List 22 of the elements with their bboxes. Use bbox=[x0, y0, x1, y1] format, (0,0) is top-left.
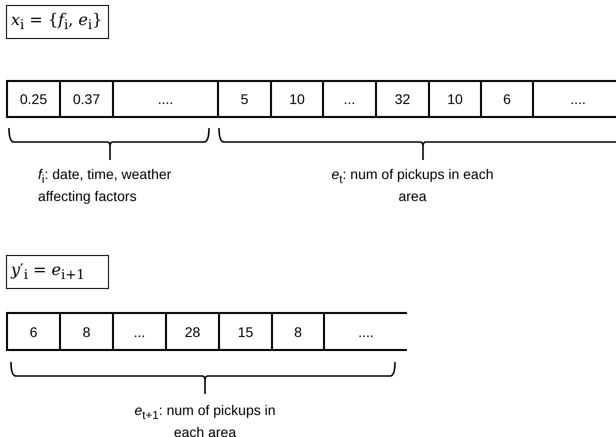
vector-cell: 5 bbox=[217, 80, 272, 118]
vector-cell: 0.37 bbox=[59, 80, 114, 118]
vector-cell: 28 bbox=[165, 312, 220, 351]
vector-cell: .... bbox=[323, 312, 407, 351]
brace-label: e$_{t+1}$: num of pickups in each area bbox=[133, 402, 277, 437]
vector-cell: 32 bbox=[375, 80, 430, 118]
vector-cell: 10 bbox=[428, 80, 482, 118]
vector-cell: .... bbox=[532, 80, 616, 118]
vector-cell: 6 bbox=[480, 80, 534, 118]
vector-cell: ... bbox=[322, 80, 377, 118]
vector-cell: 0.25 bbox=[6, 80, 61, 118]
vector-cell: ... bbox=[112, 312, 167, 351]
brace-label: e$_{t}$: num of pickups in each area bbox=[330, 166, 495, 205]
brace-label: f$_{i}$: date, time, weather affecting factors bbox=[38, 166, 172, 205]
vector-cell: 15 bbox=[218, 312, 273, 351]
vector-cell: 6 bbox=[6, 312, 61, 351]
formula-box: x$_{i}$ = {f$_{i}$, e$_{i}$} bbox=[6, 5, 109, 39]
vector-cell: 8 bbox=[59, 312, 114, 351]
vector-cell: 10 bbox=[270, 80, 324, 118]
vector-cell: 8 bbox=[271, 312, 325, 351]
vector-cell: .... bbox=[112, 80, 219, 118]
formula-box: y′$_{i}$ = e$_{i+1}$ bbox=[6, 255, 109, 289]
